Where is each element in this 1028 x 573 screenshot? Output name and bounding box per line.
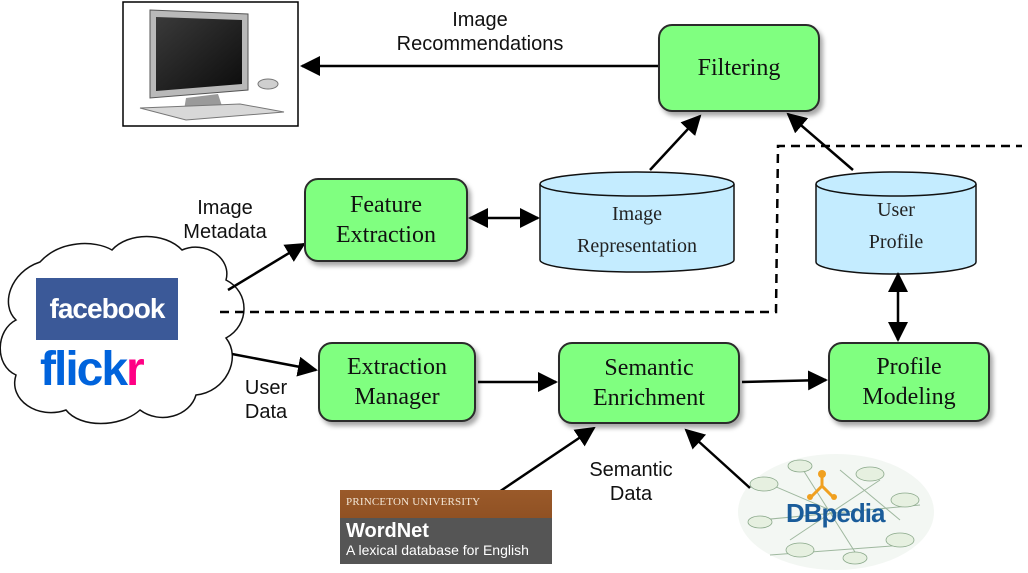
social-sources: facebook flickr (36, 278, 206, 396)
user-data-label: User Data (244, 377, 288, 423)
extraction-manager-node: Extraction Manager (318, 342, 476, 422)
user-profile-store (815, 171, 977, 275)
semantic-data-label: Semantic Data (589, 459, 673, 505)
privacy-boundary-line (220, 144, 1022, 314)
dbpedia-graph-icon (738, 454, 934, 570)
flickr-logo-part-a: flick (40, 343, 128, 396)
arrow-wordnet-to-semantic-enrichment (495, 426, 596, 496)
image-metadata-label: Image Metadata (183, 197, 267, 243)
wordnet-tagline: A lexical database for English (346, 542, 529, 558)
profile-modeling-node: Profile Modeling (828, 342, 990, 422)
arrow-semantic-enrichment-to-profile-modeling (741, 370, 828, 391)
dbpedia-logo-text: DBpedia (786, 498, 885, 528)
wordnet-header: PRINCETON UNIVERSITY (346, 496, 481, 508)
filtering-node: Filtering (658, 24, 820, 112)
arrow-image-representation-to-filtering (649, 114, 702, 171)
facebook-logo: facebook (36, 278, 178, 340)
semantic-enrichment-node: Semantic Enrichment (558, 342, 740, 424)
arrows (227, 56, 908, 496)
user-profile-label: User Profile (868, 199, 924, 253)
flickr-logo: flickr (40, 342, 145, 398)
arrow-dbpedia-to-semantic-enrichment (684, 428, 751, 489)
image-representation-store (539, 171, 735, 273)
wordnet-name: WordNet (346, 520, 429, 542)
wordnet-logo: PRINCETON UNIVERSITY WordNet A lexical d… (340, 490, 552, 564)
image-recommendations-label: Image Recommendations (396, 9, 564, 55)
wordnet-band (340, 518, 552, 564)
arrow-user-profile-to-filtering (786, 112, 854, 171)
arrow-cloud-to-extraction-manager (231, 352, 318, 377)
image-representation-label: Image Representation (577, 203, 697, 257)
computer-monitor-icon (122, 1, 299, 127)
arrow-cloud-to-feature-extraction (227, 242, 306, 292)
flickr-logo-part-b: r (126, 343, 145, 396)
feature-extraction-node: Feature Extraction (304, 178, 468, 262)
